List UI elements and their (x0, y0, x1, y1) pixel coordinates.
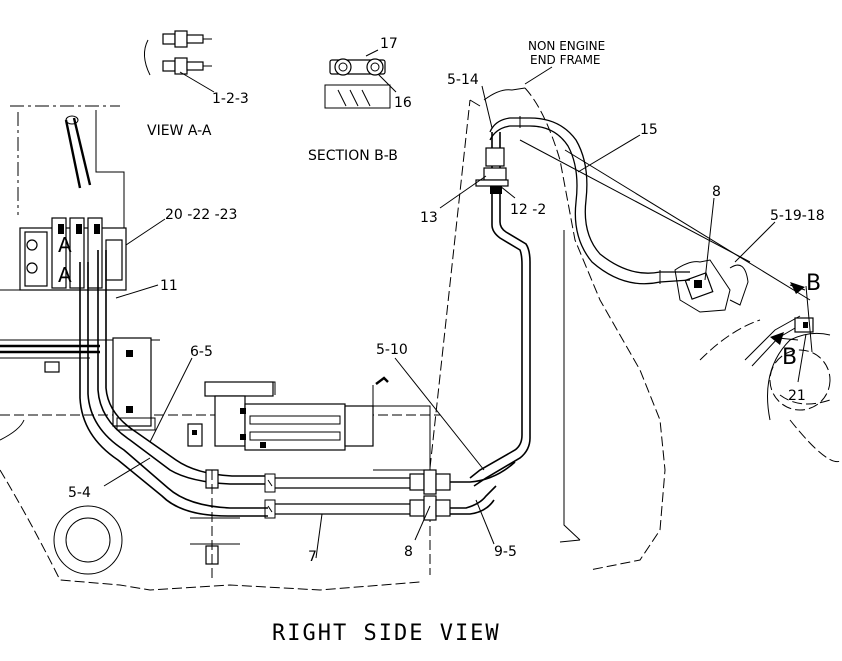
callout-12-2: 12 -2 (510, 202, 546, 218)
fitting-lower (162, 57, 212, 75)
callout-8-top: 8 (712, 184, 721, 200)
callout-8-bottom: 8 (404, 544, 413, 560)
callout-13: 13 (420, 210, 438, 226)
callout-20-22-23: 20 -22 -23 (165, 207, 237, 223)
callout-5-10: 5-10 (376, 342, 408, 358)
view-a-a-detail: 1-2-3 VIEW A-A (144, 30, 249, 139)
left-frame-structure (0, 105, 440, 591)
section-marker-b: B B (770, 271, 821, 370)
callout-7: 7 (308, 549, 317, 565)
section-b-b-detail: 17 16 SECTION B-B (308, 36, 412, 164)
hose-15 (489, 116, 691, 285)
clamp-bracket-right (674, 259, 749, 313)
frame-note-line-1: NON ENGINE (528, 39, 605, 53)
callout-17: 17 (380, 36, 398, 52)
fitting-upper (162, 30, 212, 48)
control-valve-bank: A A (19, 217, 127, 291)
section-marker-a-upper: A (58, 233, 72, 257)
section-b-b-label: SECTION B-B (308, 148, 398, 164)
section-marker-a-lower: A (58, 263, 72, 287)
callout-6-5: 6-5 (190, 344, 213, 360)
callout-16: 16 (394, 95, 412, 111)
vertical-post (190, 469, 240, 580)
callout-15: 15 (640, 122, 658, 138)
callout-9-5: 9-5 (494, 544, 517, 560)
non-engine-end-frame (429, 87, 811, 575)
view-title: RIGHT SIDE VIEW (272, 621, 501, 646)
callout-1-2-3: 1-2-3 (212, 91, 249, 107)
section-marker-b-upper: B (806, 271, 821, 296)
section-marker-b-lower: B (782, 345, 797, 370)
hose-7 (264, 473, 410, 519)
callout-11: 11 (160, 278, 178, 294)
center-cylinder-assembly (187, 376, 431, 471)
tube-5-14 (469, 132, 531, 487)
mounting-block-left (112, 337, 156, 431)
view-a-a-label: VIEW A-A (147, 123, 212, 139)
right-end-structure (699, 315, 842, 462)
callout-5-14: 5-14 (447, 72, 479, 88)
callout-21: 21 (788, 388, 806, 404)
callout-5-4: 5-4 (68, 485, 91, 501)
fittings-center (409, 461, 516, 521)
frame-note-line-2: END FRAME (530, 53, 601, 67)
callout-5-19-18: 5-19-18 (770, 208, 825, 224)
